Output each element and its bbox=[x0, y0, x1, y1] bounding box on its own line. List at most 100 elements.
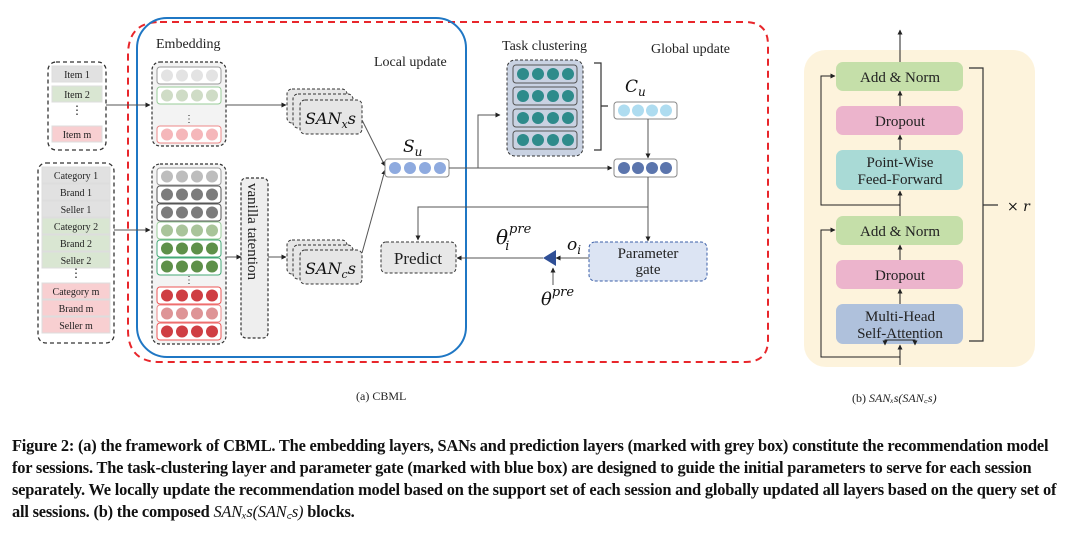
embedding-dot bbox=[206, 188, 218, 201]
combined-dot bbox=[660, 162, 672, 174]
cluster-dot bbox=[532, 90, 544, 102]
embedding-dot bbox=[206, 206, 218, 219]
embedding-dot bbox=[161, 69, 173, 82]
attribute-embedding-row bbox=[156, 239, 222, 258]
embedding-dot bbox=[176, 170, 188, 183]
combined-dot bbox=[646, 162, 658, 174]
cluster-dot bbox=[547, 68, 559, 80]
item-input-group bbox=[47, 61, 107, 151]
residual-connection bbox=[820, 227, 900, 358]
embedding-dot bbox=[206, 224, 218, 237]
caption-math: SANₓs(SAN꜀s) bbox=[213, 502, 304, 521]
cu-dot bbox=[618, 104, 630, 117]
embedding-dot bbox=[161, 325, 173, 338]
embedding-dot bbox=[161, 128, 173, 141]
attribute-input-label: Category 1 bbox=[54, 171, 98, 182]
san-block-addnorm bbox=[836, 62, 963, 91]
repeat-bracket bbox=[969, 67, 998, 342]
embedding-dot bbox=[191, 128, 203, 141]
san-block-label: Self-Attention bbox=[857, 326, 943, 342]
attribute-input-label: Seller 1 bbox=[61, 205, 92, 216]
cluster-dot bbox=[532, 68, 544, 80]
embedding-dot bbox=[206, 260, 218, 273]
caption-tail: blocks. bbox=[303, 502, 355, 521]
attribute-embedding-row bbox=[156, 185, 222, 204]
san-block-label: Dropout bbox=[875, 114, 926, 130]
o-i-label: oi bbox=[567, 235, 581, 257]
attribute-embedding-row bbox=[156, 221, 222, 240]
cluster-dot bbox=[517, 134, 529, 146]
embedding-dot bbox=[206, 289, 218, 302]
combined-vector bbox=[613, 158, 678, 178]
embedding-dot bbox=[161, 224, 173, 237]
embedding-dot bbox=[176, 188, 188, 201]
embedding-dot bbox=[191, 260, 203, 273]
global-update-label: Global update bbox=[651, 42, 730, 57]
embedding-dot bbox=[161, 206, 173, 219]
combined-dot bbox=[632, 162, 644, 174]
embedding-dot bbox=[161, 242, 173, 255]
item-input-cell bbox=[51, 125, 103, 143]
san-c-to-su-arrow bbox=[361, 169, 387, 254]
repeat-label: × r bbox=[1007, 199, 1031, 215]
cu-dot bbox=[646, 104, 658, 117]
embedding-dot bbox=[191, 242, 203, 255]
san-block-ffn bbox=[836, 150, 963, 190]
cluster-dot bbox=[532, 112, 544, 124]
predict-block bbox=[380, 241, 457, 274]
task-clustering-label: Task clustering bbox=[502, 39, 587, 54]
san-x-label: SANxs bbox=[305, 109, 356, 131]
attribute-input-label: Brand m bbox=[59, 304, 94, 315]
embedding-dot bbox=[176, 206, 188, 219]
san-block-attn bbox=[836, 304, 963, 344]
embedding-dot bbox=[191, 188, 203, 201]
figure-caption: Figure 2: (a) the framework of CBML. The… bbox=[12, 435, 1060, 523]
san-block-label: Feed-Forward bbox=[858, 172, 943, 188]
san-block-addnorm bbox=[836, 216, 963, 245]
attribute-input-label: Seller 2 bbox=[61, 256, 92, 267]
embedding-dot bbox=[206, 89, 218, 102]
vanilla-attention-label: vanilla tatention bbox=[244, 183, 260, 281]
item-embedding-row bbox=[156, 125, 222, 144]
cluster-dot bbox=[562, 134, 574, 146]
embedding-dot bbox=[161, 260, 173, 273]
theta-pre-label: θpre bbox=[541, 285, 574, 310]
embedding-dot bbox=[176, 224, 188, 237]
attribute-input-cell bbox=[41, 166, 111, 184]
embedding-dot bbox=[161, 89, 173, 102]
cluster-dot bbox=[562, 68, 574, 80]
local-update-label: Local update bbox=[374, 55, 447, 70]
san-c-label: SANcs bbox=[305, 259, 356, 281]
cluster-dot bbox=[562, 90, 574, 102]
attribute-embedding-row bbox=[156, 304, 222, 323]
embedding-dot bbox=[176, 128, 188, 141]
attribute-input-label: Category m bbox=[53, 287, 100, 298]
su-label: Su bbox=[403, 137, 422, 159]
cluster-bracket bbox=[594, 62, 608, 151]
san-x-to-su-arrow bbox=[361, 119, 386, 167]
attribute-embedding-row bbox=[156, 203, 222, 222]
attribute-input-cell bbox=[41, 234, 111, 252]
item-input-cell bbox=[51, 65, 103, 83]
local-update-region bbox=[136, 17, 467, 358]
combined-dot bbox=[618, 162, 630, 174]
embedding-dot bbox=[191, 224, 203, 237]
attribute-input-label: Category 2 bbox=[54, 222, 98, 233]
cluster-dot bbox=[547, 90, 559, 102]
embedding-dot bbox=[191, 325, 203, 338]
ellipsis: ⋮ bbox=[70, 266, 82, 280]
embedding-dot bbox=[191, 206, 203, 219]
attribute-input-group bbox=[37, 162, 115, 344]
attribute-embedding-row bbox=[156, 322, 222, 341]
embedding-dot bbox=[161, 307, 173, 320]
cluster-dot bbox=[532, 134, 544, 146]
san-block-label: Point-Wise bbox=[867, 155, 934, 171]
san-block-label: Add & Norm bbox=[860, 224, 940, 240]
parameter-gate-line1: Parameter bbox=[618, 246, 679, 262]
san-block-label: Dropout bbox=[875, 268, 926, 284]
cu-dot bbox=[660, 104, 672, 117]
multiplier-icon bbox=[543, 250, 556, 266]
attribute-input-cell bbox=[41, 251, 111, 269]
